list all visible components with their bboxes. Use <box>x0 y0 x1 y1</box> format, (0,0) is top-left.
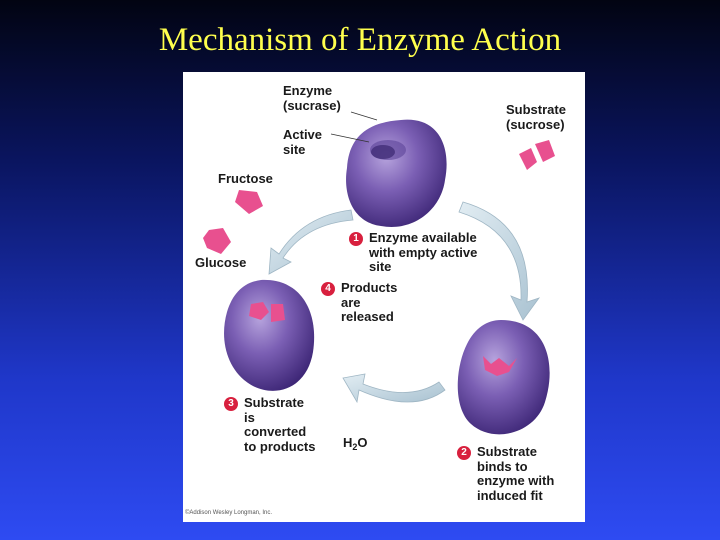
step-4: 4 Products are released <box>321 280 398 325</box>
enzyme-bound <box>457 320 550 435</box>
label-glucose: Glucose <box>195 255 247 270</box>
step-1-badge: 1 <box>349 232 363 246</box>
step-3: 3 Substrate is converted to products <box>224 395 316 454</box>
step-4-text: Products are released <box>341 280 398 324</box>
enzyme-cycle-diagram <box>203 111 555 435</box>
glucose-molecule <box>203 228 231 254</box>
label-water: H2O <box>343 435 368 452</box>
diagram-panel: Enzyme (sucrase) Active site Substrate (… <box>183 72 585 522</box>
step-1: 1 Enzyme available with empty active sit… <box>349 230 478 275</box>
step-3-text: Substrate is converted to products <box>244 395 316 454</box>
label-active-site: Active site <box>283 127 323 157</box>
step-4-badge: 4 <box>321 282 335 296</box>
label-fructose: Fructose <box>218 171 273 186</box>
enzyme-empty <box>346 119 447 227</box>
label-substrate: Substrate (sucrose) <box>506 102 566 132</box>
step-2-text: Substrate binds to enzyme with induced f… <box>477 444 555 503</box>
substrate-sucrose <box>519 140 555 170</box>
copyright-credit: ©Addison Wesley Longman, Inc. <box>185 510 273 516</box>
step-2-badge: 2 <box>457 446 471 460</box>
label-enzyme: Enzyme (sucrase) <box>283 83 341 113</box>
slide-title: Mechanism of Enzyme Action <box>158 22 562 58</box>
cycle-arrow-substrate-in <box>458 201 541 321</box>
active-site-pointer-line <box>330 133 370 143</box>
step-3-badge: 3 <box>224 397 238 411</box>
enzyme-pointer-line <box>350 111 378 121</box>
enzyme-converted <box>224 279 315 391</box>
cycle-arrow-product-release <box>268 209 354 275</box>
step-1-text: Enzyme available with empty active site <box>369 230 478 274</box>
cycle-arrow-conversion <box>342 373 446 404</box>
fructose-molecule <box>235 190 263 214</box>
step-2: 2 Substrate binds to enzyme with induced… <box>457 444 555 503</box>
